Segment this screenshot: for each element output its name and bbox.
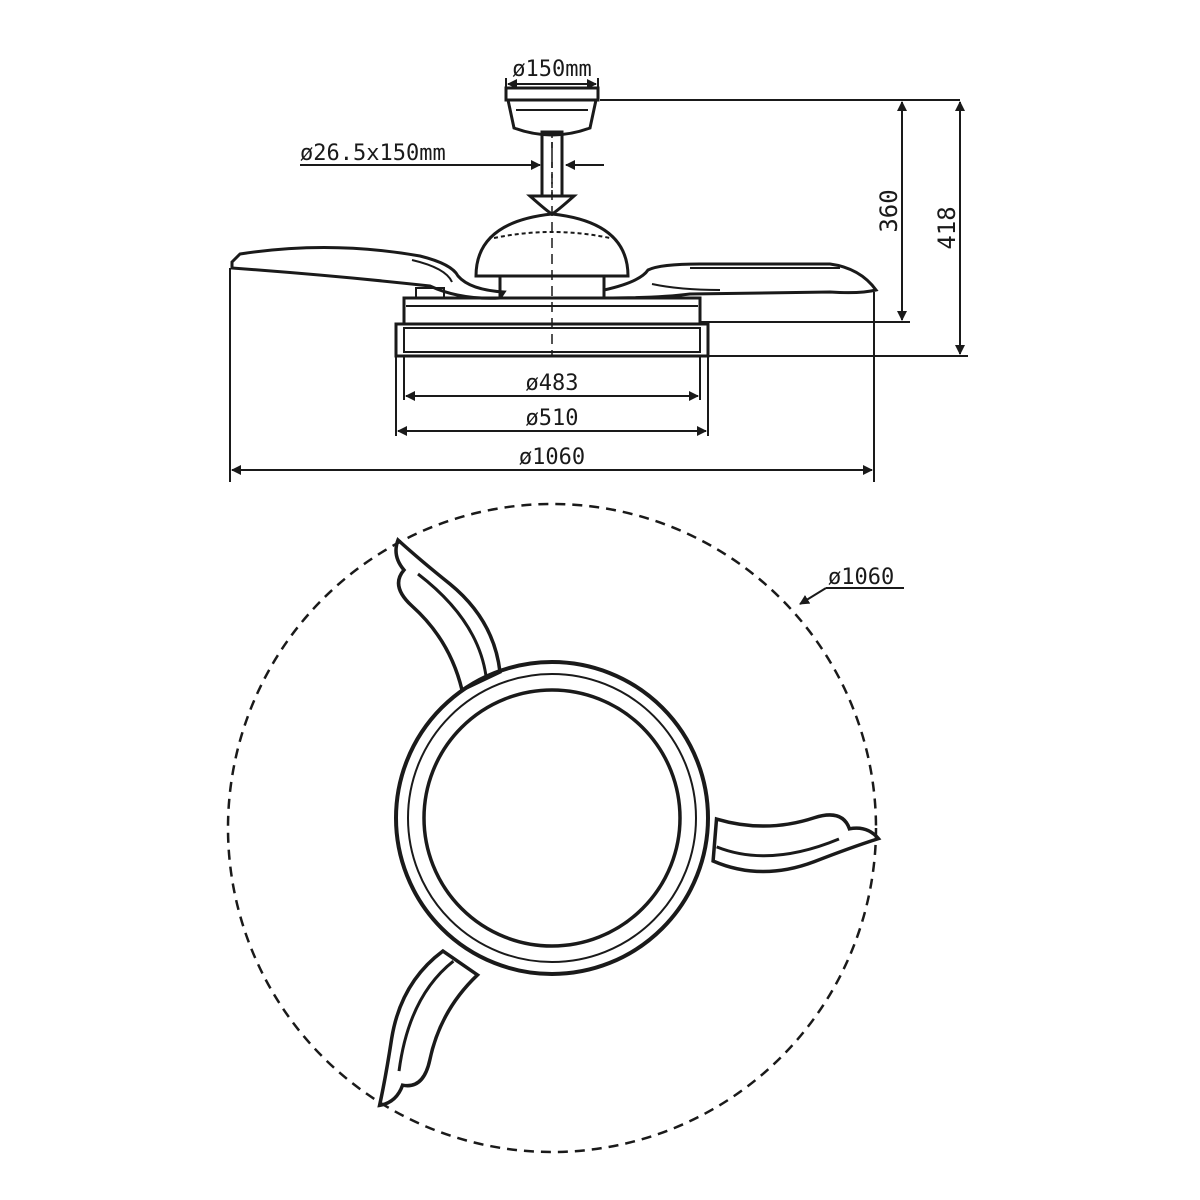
light-outer-diameter-label: ø510 <box>526 406 579 431</box>
side-view: ø150mm ø26.5x150mm 360 418 ø483 <box>229 57 968 482</box>
height-418-label: 418 <box>933 206 961 249</box>
sweep-dimension: ø1060 <box>799 565 904 605</box>
blade-sweep-circle <box>226 502 878 1154</box>
left-blade <box>230 246 507 300</box>
light-ring-outer <box>394 660 710 976</box>
span-dimension: ø1060 <box>229 268 875 482</box>
canopy <box>504 86 600 137</box>
light-diameter-dimensions: ø483 ø510 <box>395 356 709 436</box>
height-360-label: 360 <box>875 189 903 232</box>
top-view: ø1060 <box>226 502 904 1154</box>
height-418-dimension: 418 <box>933 101 965 355</box>
blade-top-1 <box>394 536 502 693</box>
blade-top-3 <box>377 948 481 1108</box>
span-diameter-label: ø1060 <box>519 445 585 470</box>
right-blade <box>602 262 879 300</box>
light-ring-mid <box>407 673 697 963</box>
canopy-dimension: ø150mm <box>505 57 599 89</box>
height-360-dimension: 360 <box>875 101 907 321</box>
downrod-dimension: ø26.5x150mm <box>300 141 604 170</box>
sweep-diameter-label: ø1060 <box>828 565 894 590</box>
light-diffuser <box>422 688 682 948</box>
blade-top-2 <box>711 813 882 874</box>
light-inner-diameter-label: ø483 <box>526 371 579 396</box>
canopy-diameter-label: ø150mm <box>512 57 591 82</box>
downrod-size-label: ø26.5x150mm <box>300 141 446 166</box>
